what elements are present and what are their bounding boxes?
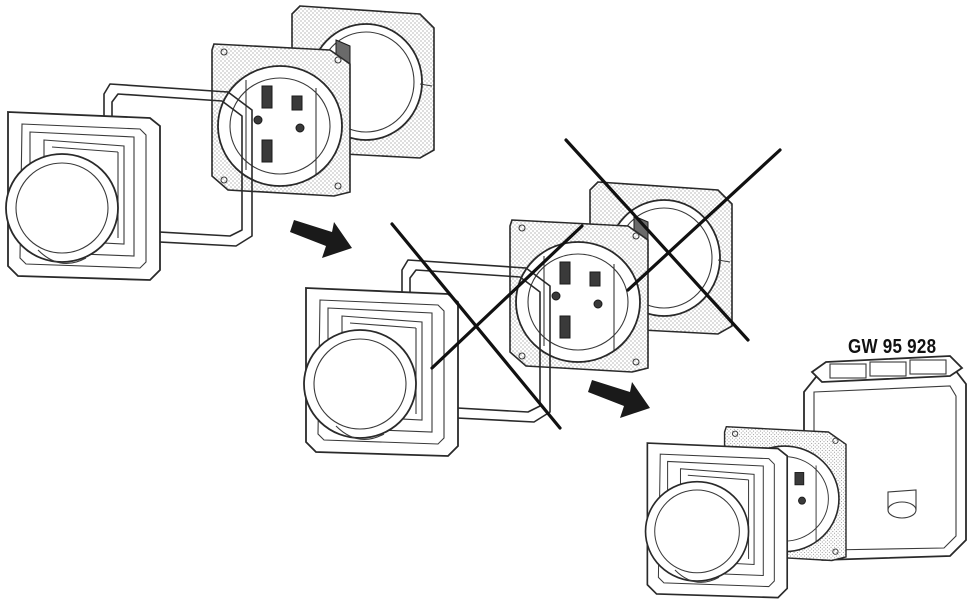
assembly-incorrect bbox=[304, 182, 732, 456]
assembly-with-surface-box bbox=[644, 355, 967, 599]
cross-mark-gasket-b bbox=[430, 224, 584, 370]
assembly-original bbox=[6, 6, 434, 280]
cross-mark-frame-b bbox=[626, 148, 782, 292]
arrow-right-icon bbox=[588, 380, 650, 418]
arrow-right-icon bbox=[290, 220, 352, 258]
product-code-label: GW 95 928 bbox=[848, 336, 937, 358]
cross-mark-frame-a bbox=[564, 138, 750, 342]
